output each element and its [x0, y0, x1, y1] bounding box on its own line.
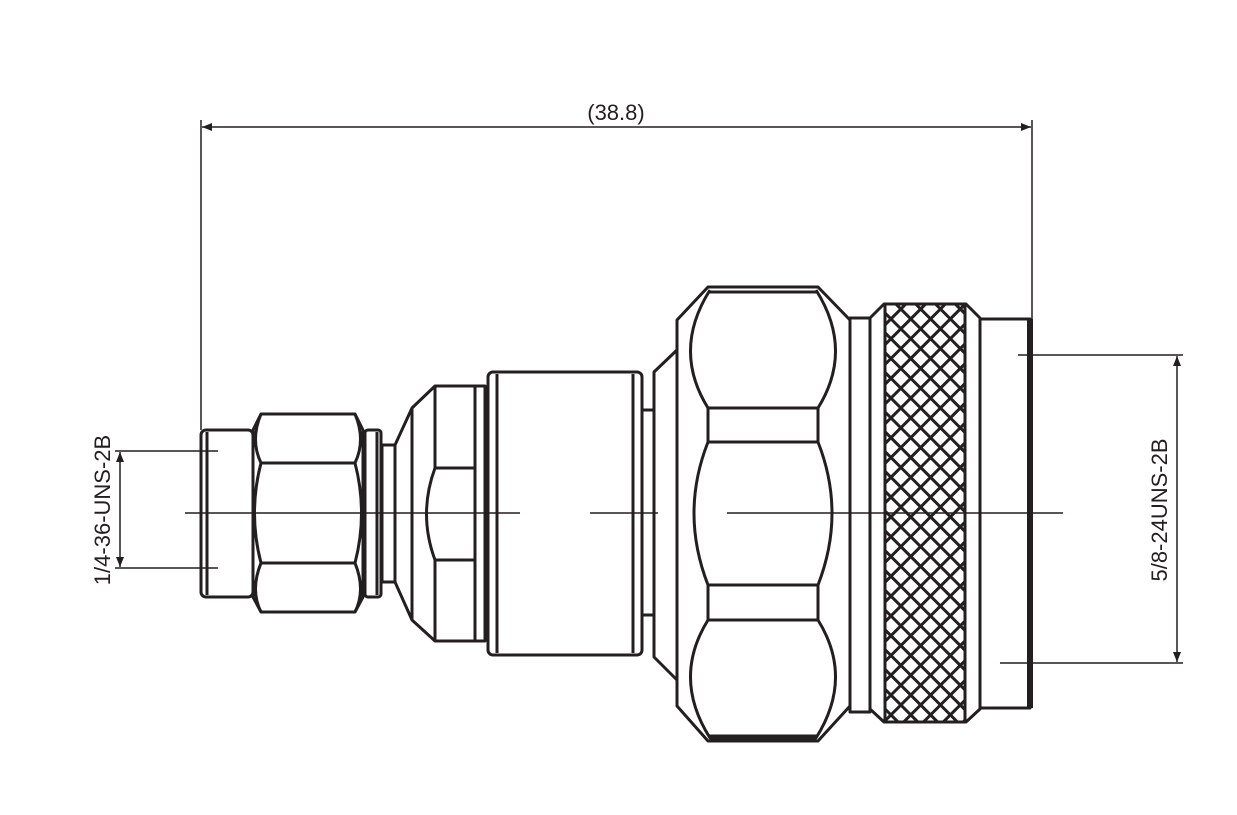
- overall-length-dimension: (38.8): [200, 100, 1033, 430]
- large-hex-nut: [652, 285, 872, 743]
- overall-length-label: (38.8): [587, 100, 644, 125]
- left-thread-label: 1/4-36-UNS-2B: [90, 435, 115, 585]
- right-thread-label: 5/8-24UNS-2B: [1147, 438, 1172, 581]
- left-thread-dimension: 1/4-36-UNS-2B: [90, 435, 218, 585]
